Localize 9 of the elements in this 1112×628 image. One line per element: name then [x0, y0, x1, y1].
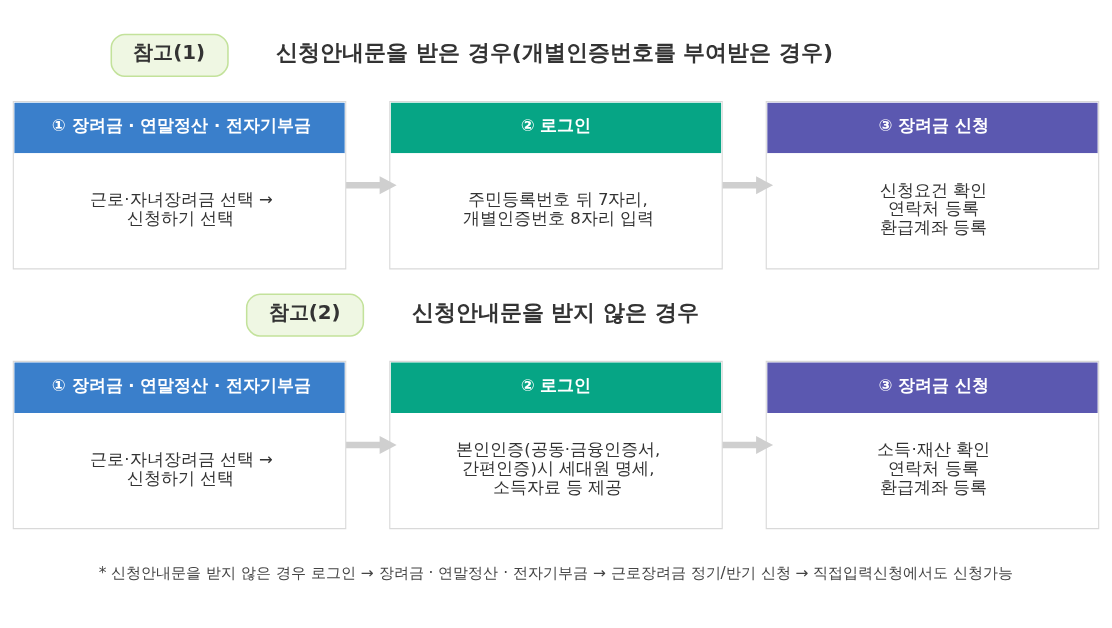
arrow — [722, 436, 774, 454]
node-label: 신청안내문을 받지 않은 경우 — [411, 299, 699, 325]
arrow — [346, 436, 397, 454]
node-box: 참고(1) — [110, 33, 229, 77]
node-label: 신청안내문을 받은 경우(개별인증번호를 부여받은 경우) — [276, 39, 834, 65]
label: * 신청안내문을 받지 않은 경우 로그인 → 장려금 · 연말정산 · 전자기부금 → 근로장려금 정기/반기 신청 → 직접입력신청에서도 신청가능 — [98, 563, 1014, 582]
arrow — [722, 176, 774, 195]
node-box: 참고(2) — [245, 293, 365, 337]
arrow — [346, 176, 397, 195]
